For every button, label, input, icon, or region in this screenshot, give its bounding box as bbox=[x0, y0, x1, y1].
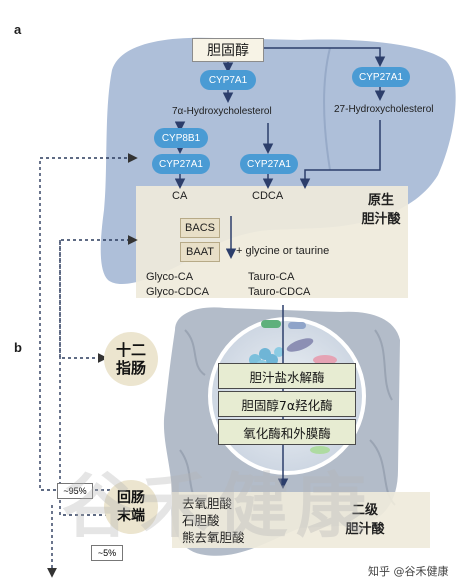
primary-label-line2: 胆汁酸 bbox=[361, 211, 401, 226]
percent-5-box: ~5% bbox=[91, 545, 123, 561]
cholesterol-box: 胆固醇 bbox=[192, 38, 264, 62]
ileum-line1: 回肠 bbox=[117, 490, 145, 506]
watermark-large: 谷禾健康 bbox=[62, 465, 374, 547]
duodenum-line1: 十二 bbox=[115, 341, 146, 359]
panel-a-label: a bbox=[14, 22, 22, 37]
liver-lobe-line bbox=[323, 47, 331, 171]
hydroxy27-label: 27-Hydroxycholesterol bbox=[334, 104, 434, 115]
hydroxy7-label: 7α-Hydroxycholesterol bbox=[172, 106, 272, 117]
secondary-bile-acid-list: 去氧胆酸 石胆酸 熊去氧胆酸 bbox=[182, 496, 245, 547]
secondary-panel bbox=[172, 492, 430, 548]
glyco-ca-label: Glyco-CA bbox=[146, 271, 194, 283]
duodenum-line2: 指肠 bbox=[115, 359, 146, 377]
green-bacterium bbox=[261, 320, 281, 328]
cyp27a1-mid-pill: CYP27A1 bbox=[240, 154, 298, 174]
duodenum-badge: 十二 指肠 bbox=[104, 332, 158, 386]
ursodeoxycholic-acid: 熊去氧胆酸 bbox=[182, 531, 245, 545]
tauro-ca-label: Tauro-CA bbox=[248, 271, 295, 283]
enzyme-cholesterol-7a-hydroxylase: 胆固醇7α羟化酶 bbox=[218, 391, 356, 417]
panel-b-label: b bbox=[14, 340, 22, 355]
cyp27a1-top-pill: CYP27A1 bbox=[352, 67, 410, 87]
tauro-cdca-label: Tauro-CDCA bbox=[248, 286, 311, 298]
baat-box: BAAT bbox=[180, 242, 220, 262]
primary-bile-acid-label: 原生 胆汁酸 bbox=[356, 190, 406, 228]
cyp7a1-pill: CYP7A1 bbox=[200, 70, 256, 90]
cyp27a1-left-pill: CYP27A1 bbox=[152, 154, 210, 174]
ileum-line2: 末端 bbox=[117, 508, 145, 524]
enzyme-oxidase-membrane: 氧化酶和外膜酶 bbox=[218, 419, 356, 445]
ileum-badge: 回肠 末端 bbox=[104, 480, 158, 534]
lithocholic-acid: 石胆酸 bbox=[182, 514, 220, 528]
secondary-label-line2: 胆汁酸 bbox=[345, 521, 385, 536]
watermark-credit: 知乎 @谷禾健康 bbox=[368, 565, 449, 578]
deoxycholic-acid: 去氧胆酸 bbox=[182, 497, 233, 511]
percent-95-box: ~95% bbox=[57, 483, 93, 499]
glycine-taurine-label: + glycine or taurine bbox=[236, 245, 330, 257]
primary-label-line1: 原生 bbox=[367, 192, 394, 207]
ca-label: CA bbox=[172, 190, 188, 202]
glyco-cdca-label: Glyco-CDCA bbox=[146, 286, 209, 298]
cyp8b1-pill: CYP8B1 bbox=[154, 128, 208, 148]
bacs-box: BACS bbox=[180, 218, 220, 238]
secondary-bile-acid-label: 二级 胆汁酸 bbox=[340, 500, 390, 538]
cdca-label: CDCA bbox=[252, 190, 284, 202]
secondary-label-line1: 二级 bbox=[351, 502, 378, 517]
enzyme-bile-salt-hydrolase: 胆汁盐水解酶 bbox=[218, 363, 356, 389]
